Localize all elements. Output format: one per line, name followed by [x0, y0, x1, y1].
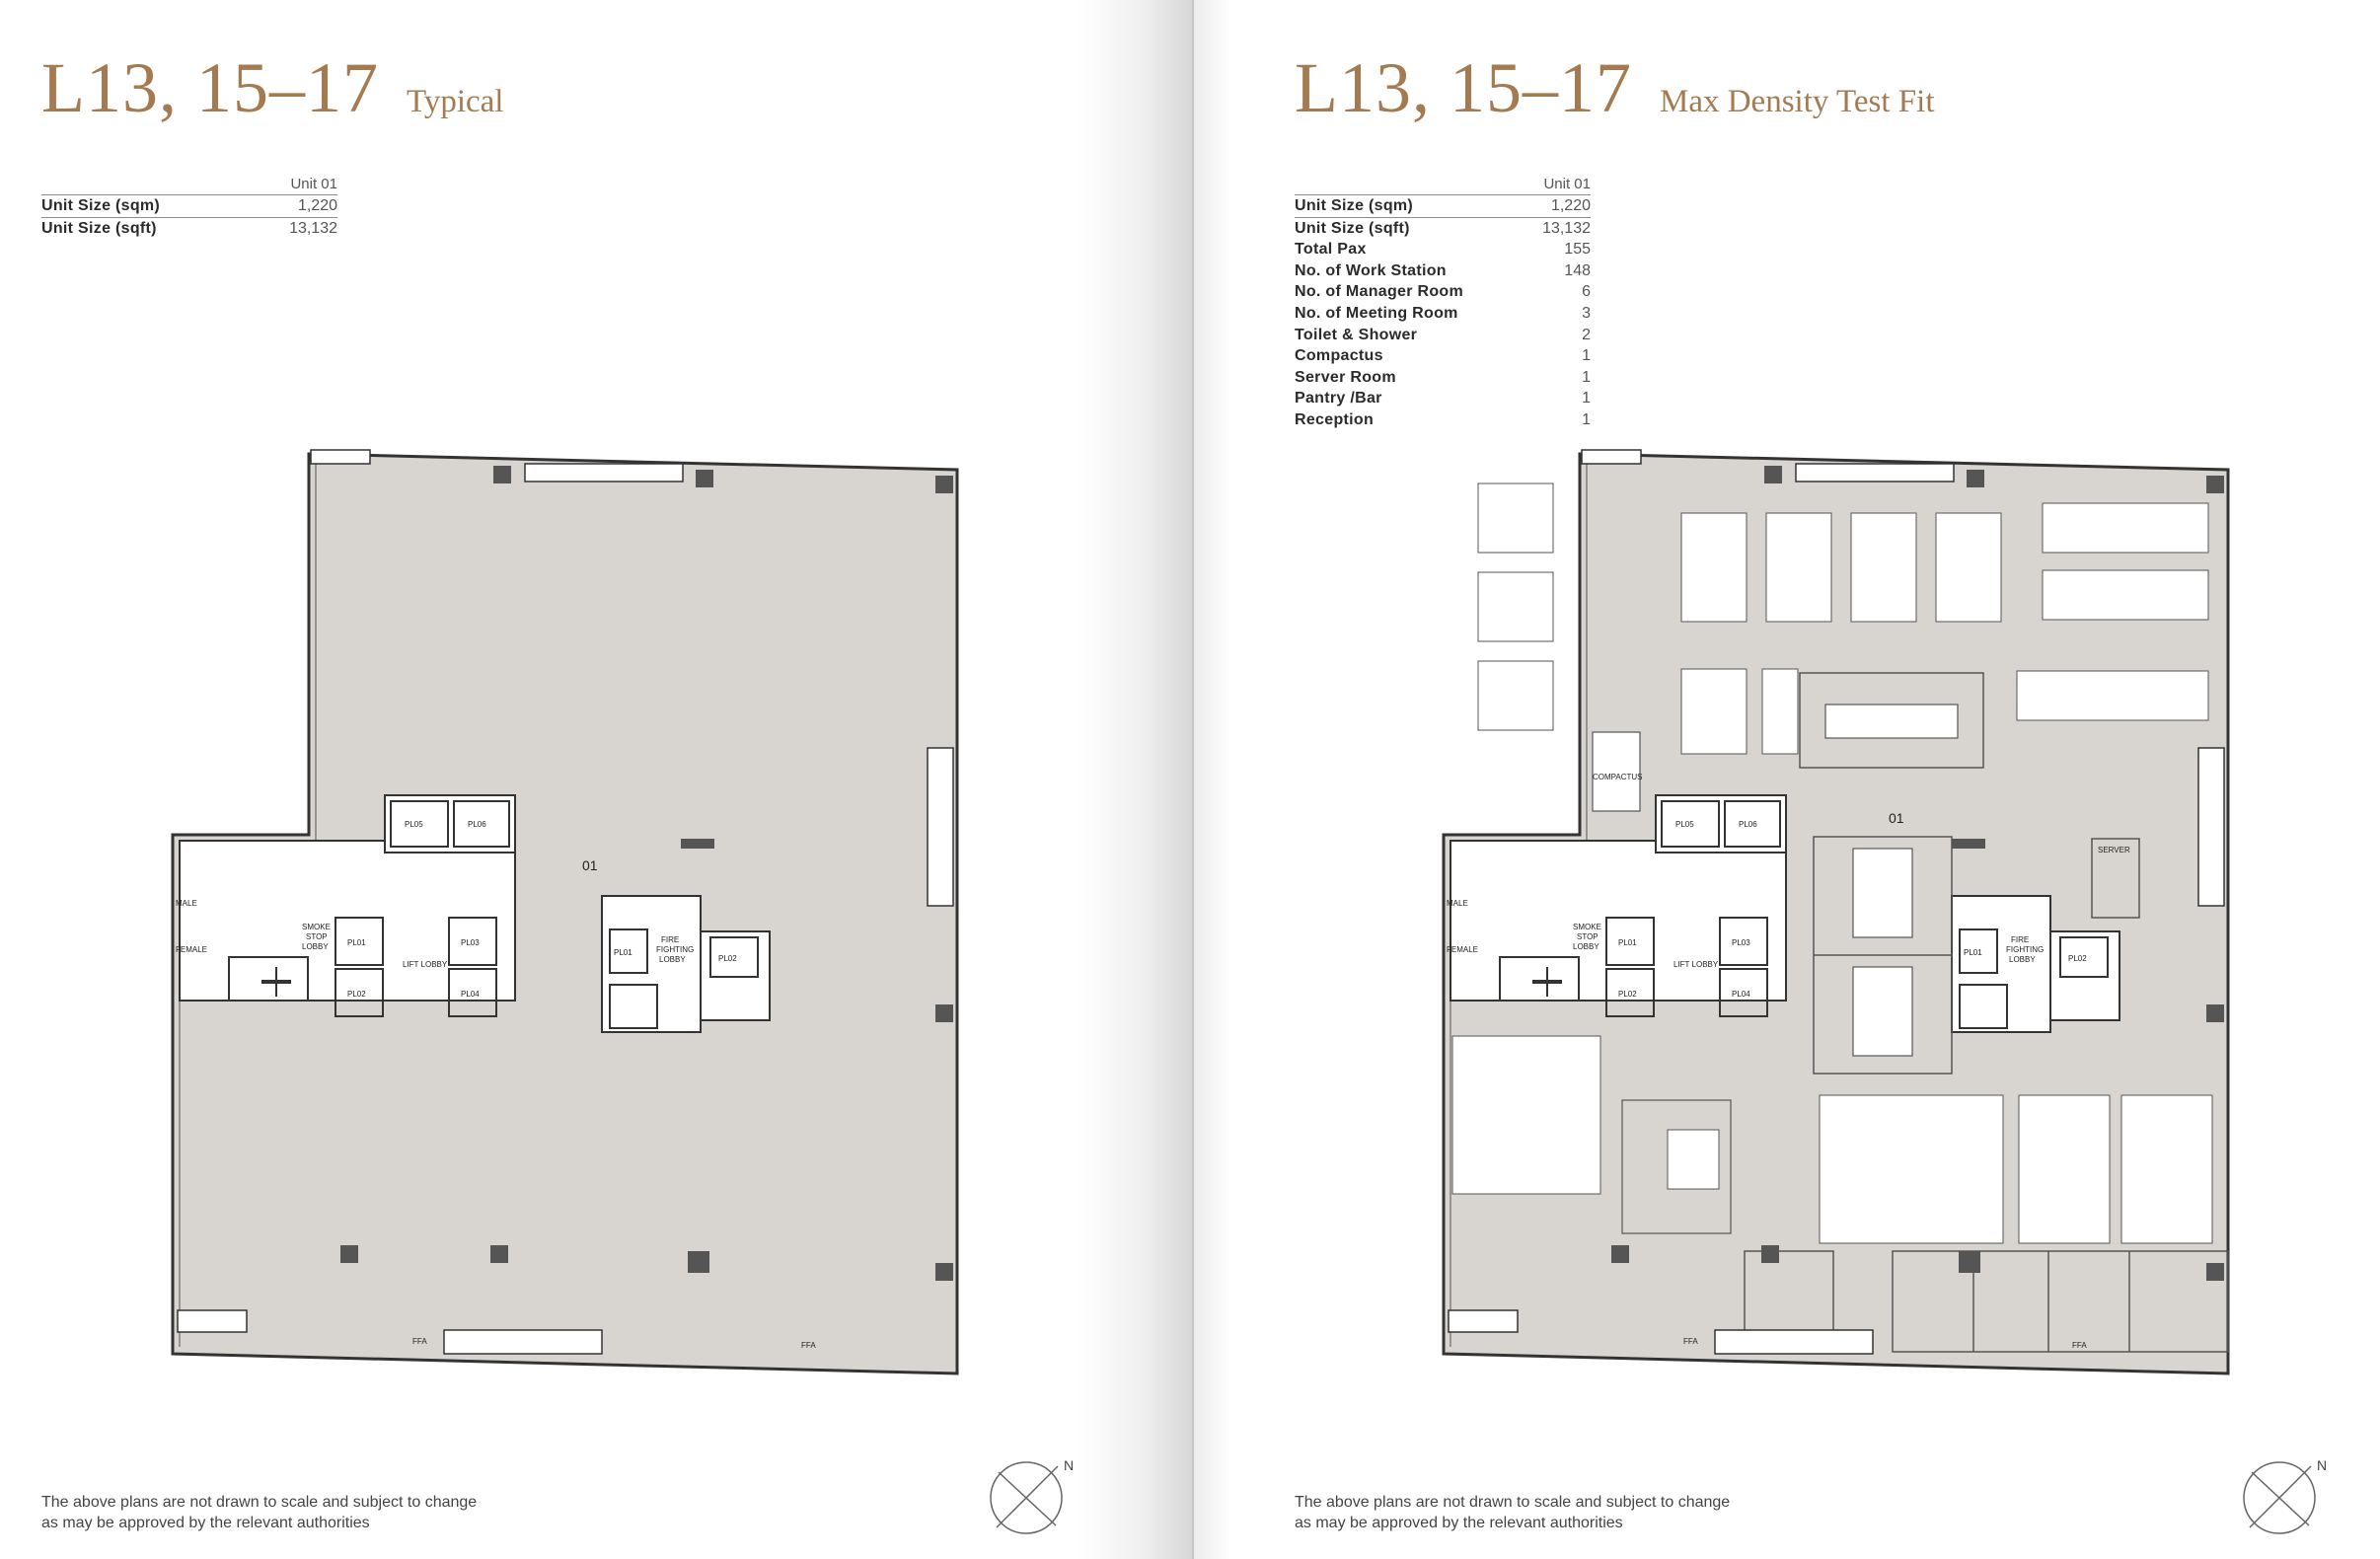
svg-text:PL05: PL05 [1675, 820, 1694, 829]
core-left [1450, 840, 1787, 1002]
svg-text:PL01: PL01 [1964, 948, 1982, 957]
spec-unit-header: Unit 01 [41, 176, 337, 195]
svg-text:FFA: FFA [2072, 1341, 2087, 1350]
svg-text:PL01: PL01 [1618, 938, 1637, 947]
spec-table: Unit 01 Unit Size (sqm)1,220 Unit Size (… [1295, 176, 1591, 431]
spec-row: Unit Size (sqft)13,132 [41, 219, 337, 237]
svg-text:FEMALE: FEMALE [176, 945, 207, 954]
compass-icon: N [990, 1457, 1074, 1534]
title-subtitle: Typical [406, 84, 504, 119]
svg-text:PL06: PL06 [1739, 820, 1757, 829]
floor-plan-typical: MALE FEMALE SMOKE STOP LOBBY LIFT LOBBY … [171, 449, 959, 1375]
svg-text:STOP: STOP [1577, 932, 1599, 941]
svg-text:FIGHTING: FIGHTING [656, 945, 694, 954]
svg-text:LOBBY: LOBBY [302, 942, 329, 951]
svg-text:MALE: MALE [176, 899, 197, 908]
svg-text:FIGHTING: FIGHTING [2006, 945, 2044, 954]
svg-text:FFA: FFA [1683, 1337, 1698, 1346]
svg-text:PL04: PL04 [461, 990, 480, 999]
svg-text:PL02: PL02 [1618, 990, 1637, 999]
spec-unit-header: Unit 01 [1295, 176, 1591, 195]
left-page: L13, 15–17 Typical Unit 01 Unit Size (sqm… [41, 47, 1075, 1534]
svg-text:PL06: PL06 [468, 820, 486, 829]
svg-text:SMOKE: SMOKE [302, 923, 331, 931]
spec-row: Unit Size (sqft)13,132 [1295, 219, 1591, 237]
disclaimer: The above plans are not drawn to scale a… [1295, 1494, 1731, 1531]
title-levels: L13, 15–17 [1295, 48, 1632, 127]
floor-plan-test-fit: MALE FEMALE SMOKE STOP LOBBY LIFT LOBBY … [1442, 449, 2230, 1375]
core-right [601, 895, 702, 1033]
svg-text:N: N [1064, 1457, 1074, 1473]
svg-text:LOBBY: LOBBY [1573, 942, 1599, 951]
svg-text:FFA: FFA [412, 1337, 427, 1346]
svg-text:PL02: PL02 [347, 990, 366, 999]
spec-table: Unit 01 Unit Size (sqm)1,220 Unit Size (… [41, 176, 337, 239]
svg-text:MALE: MALE [1447, 899, 1468, 908]
svg-text:LOBBY: LOBBY [2009, 955, 2036, 964]
svg-text:LIFT LOBBY: LIFT LOBBY [1673, 960, 1719, 969]
svg-text:PL03: PL03 [461, 938, 480, 947]
page-title: L13, 15–17 Typical [41, 47, 503, 129]
svg-text:SMOKE: SMOKE [1573, 923, 1601, 931]
svg-text:N: N [2317, 1457, 2327, 1473]
disclaimer: The above plans are not drawn to scale a… [41, 1494, 478, 1531]
right-page: L13, 15–17 Max Density Test Fit Unit 01 U… [1192, 0, 2380, 1559]
svg-text:LOBBY: LOBBY [659, 955, 686, 964]
core-left [179, 840, 516, 1002]
svg-text:FIRE: FIRE [2011, 935, 2029, 944]
svg-text:PL02: PL02 [718, 954, 737, 963]
svg-text:PL01: PL01 [614, 948, 632, 957]
svg-text:PL02: PL02 [2068, 954, 2087, 963]
page-title: L13, 15–17 Max Density Test Fit [1295, 47, 1935, 129]
svg-text:LIFT LOBBY: LIFT LOBBY [403, 960, 448, 969]
title-subtitle: Max Density Test Fit [1659, 84, 1935, 119]
svg-text:STOP: STOP [306, 932, 328, 941]
spec-row: Unit Size (sqm)1,220 [1295, 195, 1591, 218]
compass-icon: N [2243, 1457, 2327, 1534]
svg-text:PL05: PL05 [405, 820, 423, 829]
spec-row: Unit Size (sqm)1,220 [41, 195, 337, 218]
svg-text:FIRE: FIRE [661, 935, 679, 944]
svg-text:01: 01 [1889, 810, 1904, 826]
title-levels: L13, 15–17 [41, 48, 379, 127]
svg-text:PL04: PL04 [1732, 990, 1750, 999]
svg-text:PL03: PL03 [1732, 938, 1750, 947]
svg-text:COMPACTUS: COMPACTUS [1593, 773, 1643, 781]
svg-text:PL01: PL01 [347, 938, 366, 947]
floor-slab [171, 452, 959, 1375]
core-right [1951, 895, 2051, 1033]
svg-text:01: 01 [582, 857, 598, 873]
svg-text:FFA: FFA [801, 1341, 816, 1350]
svg-text:SERVER: SERVER [2098, 846, 2130, 854]
svg-text:FEMALE: FEMALE [1447, 945, 1478, 954]
